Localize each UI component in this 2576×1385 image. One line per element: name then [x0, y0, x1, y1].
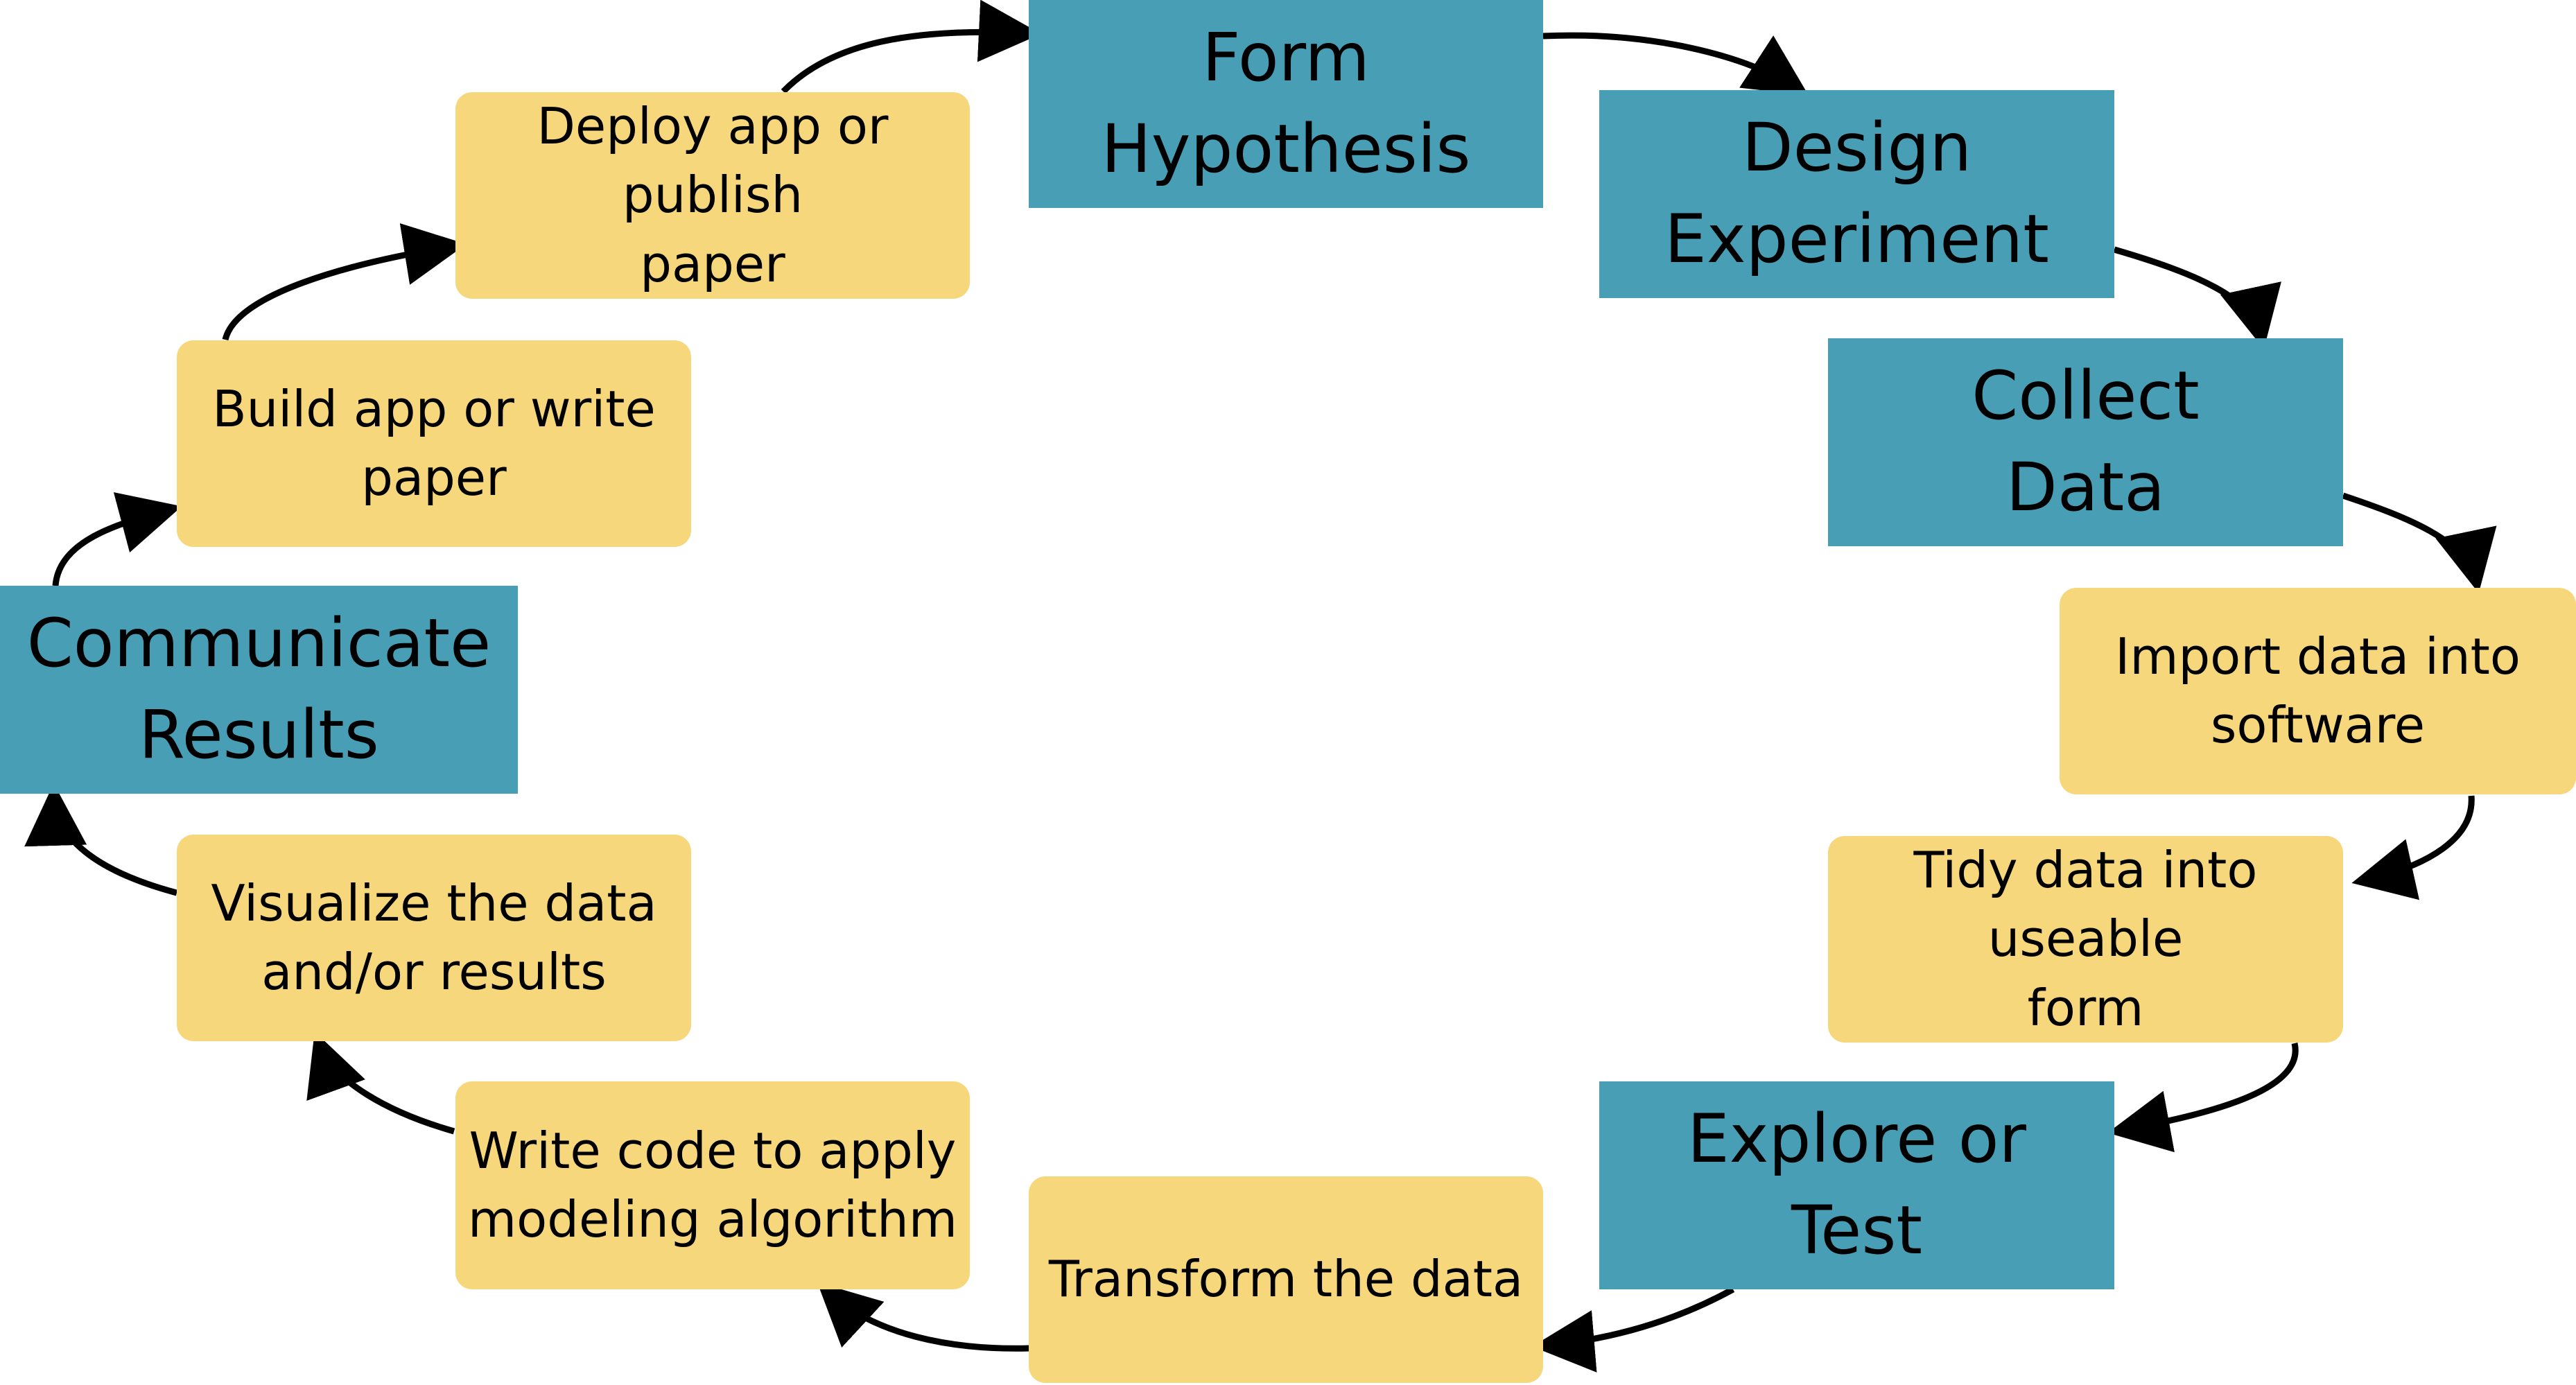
arrow-visualize-data-to-communicate-results [24, 783, 178, 896]
arrow-transform-data-to-write-code [817, 1282, 1030, 1352]
step-tidy-data: Tidy data into useable form [1828, 836, 2343, 1043]
step-label: Write code to apply modeling algorithm [468, 1121, 957, 1248]
step-label: Transform the data [1048, 1250, 1524, 1309]
arrow-communicate-results-to-build-app [52, 492, 182, 586]
step-label: Collect Data [1972, 357, 2200, 526]
step-build-app: Build app or write paper [177, 340, 691, 547]
step-communicate-results: Communicate Results [0, 586, 518, 794]
arrow-write-code-to-visualize-data [306, 1031, 455, 1135]
step-label: Explore or Test [1687, 1100, 2026, 1269]
arrow-build-app-to-deploy-app [222, 223, 467, 341]
step-design-experiment: Design Experiment [1599, 90, 2114, 298]
arrow-form-hypothesis-to-design-experiment [1542, 32, 1809, 96]
step-label: Design Experiment [1664, 109, 2049, 278]
arrow-import-data-to-tidy-data [2351, 795, 2475, 900]
step-transform-data: Transform the data [1029, 1176, 1543, 1383]
step-label: Import data into software [2115, 627, 2521, 754]
arrow-design-experiment-to-collect-data [2113, 246, 2281, 349]
step-label: Deploy app or publish paper [537, 96, 889, 293]
arrow-explore-or-test-to-transform-data [1532, 1287, 1735, 1373]
step-form-hypothesis: Form Hypothesis [1029, 0, 1543, 208]
arrow-deploy-app-to-form-hypothesis [781, 0, 1041, 94]
step-label: Communicate Results [26, 604, 491, 774]
arrow-tidy-data-to-explore-or-test [2107, 1042, 2299, 1153]
step-label: Form Hypothesis [1101, 19, 1471, 188]
step-label: Tidy data into useable form [1913, 840, 2258, 1037]
step-import-data: Import data into software [2060, 588, 2576, 794]
step-label: Visualize the data and/or results [211, 873, 657, 1001]
step-visualize-data: Visualize the data and/or results [177, 835, 691, 1041]
step-write-code: Write code to apply modeling algorithm [455, 1081, 970, 1289]
arrow-collect-data-to-import-data [2342, 492, 2497, 593]
step-deploy-app: Deploy app or publish paper [455, 92, 970, 299]
step-explore-or-test: Explore or Test [1599, 1081, 2114, 1289]
step-collect-data: Collect Data [1828, 338, 2343, 546]
step-label: Build app or write paper [212, 379, 656, 507]
